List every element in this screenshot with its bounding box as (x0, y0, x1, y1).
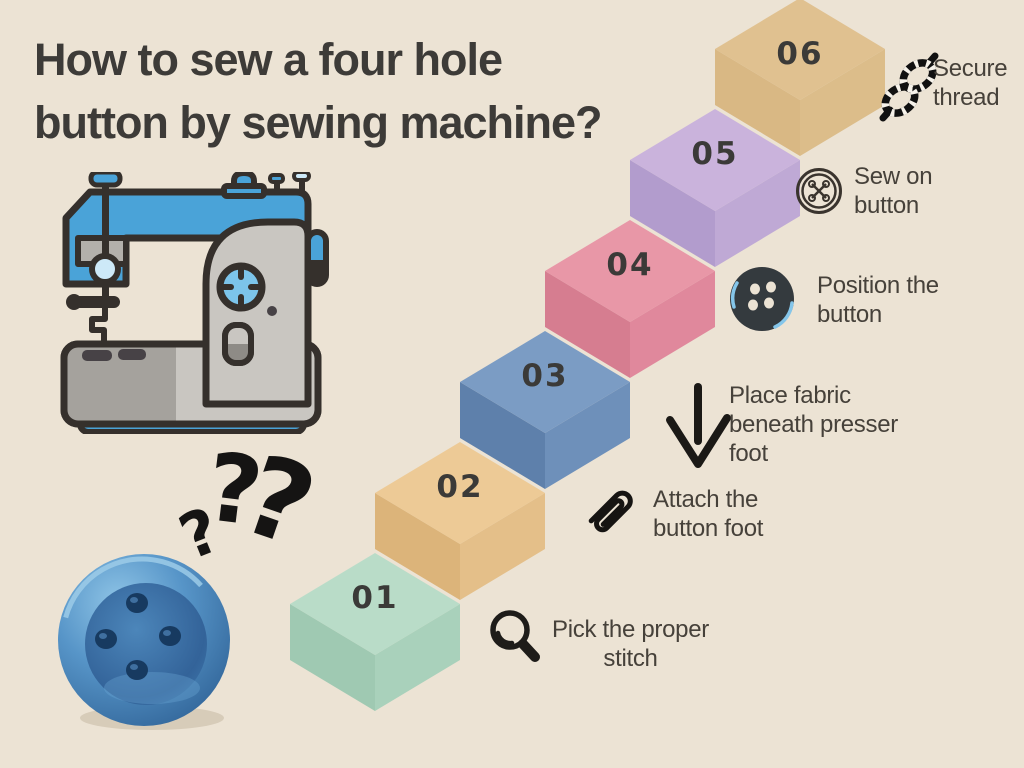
button-outline-icon (796, 168, 842, 214)
step-06-label: Secure thread (933, 55, 1008, 111)
step-06-right-face (800, 49, 885, 156)
step-01-top-face (290, 553, 460, 655)
step-04-right-face (630, 271, 715, 378)
blue-button-photo (58, 554, 230, 730)
step-05-right-face (715, 160, 800, 267)
title-line-2: button by sewing machine? (34, 97, 603, 148)
step-05-top-face (630, 109, 800, 211)
step-04-top-face (545, 220, 715, 322)
step-03-label: Place fabric beneath presser foot (729, 382, 898, 467)
step-06-block (715, 0, 885, 156)
step-05-number: 05 (691, 136, 739, 172)
step-06-top-face (715, 0, 885, 100)
magnifier-icon (490, 610, 540, 662)
step-01-right-face (375, 604, 460, 711)
step-02-number: 02 (436, 469, 484, 505)
step-01-left-face (290, 604, 375, 711)
step-02-block (375, 442, 545, 600)
step-01-label: Pick the proper stitch (552, 616, 709, 672)
step-04-label: Position the button (817, 272, 939, 328)
step-04-block (545, 220, 715, 378)
paperclip-icon (588, 490, 633, 533)
page-title: How to sew a four hole button by sewing … (34, 28, 654, 154)
step-04-left-face (545, 271, 630, 378)
step-02-label: Attach the button foot (653, 486, 764, 542)
step-05-label: Sew on button (854, 163, 933, 219)
step-05-block (630, 109, 800, 267)
step-03-top-face (460, 331, 630, 433)
step-02-right-face (460, 493, 545, 600)
step-03-block (460, 331, 630, 489)
knot-icon (879, 52, 939, 122)
sewing-machine-illustration (60, 172, 329, 434)
step-04-number: 04 (606, 247, 654, 283)
step-03-number: 03 (521, 358, 569, 394)
step-02-left-face (375, 493, 460, 600)
step-01-number: 01 (351, 580, 399, 616)
step-02-top-face (375, 442, 545, 544)
step-06-number: 06 (776, 36, 824, 72)
step-03-left-face (460, 382, 545, 489)
step-03-right-face (545, 382, 630, 489)
step-05-left-face (630, 160, 715, 267)
four-hole-button-icon (730, 267, 794, 331)
title-line-1: How to sew a four hole (34, 34, 503, 85)
step-01-block (290, 553, 460, 711)
down-arrow-icon (666, 383, 731, 468)
step-06-left-face (715, 49, 800, 156)
